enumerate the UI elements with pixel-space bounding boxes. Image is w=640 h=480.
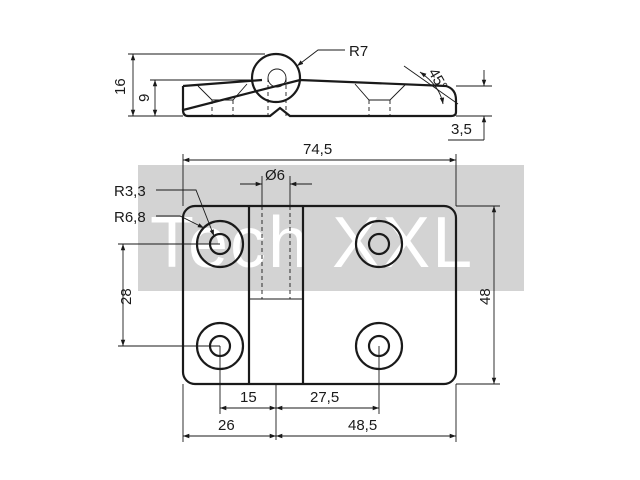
side-view-countersink-right-hidden <box>368 100 391 116</box>
height-48-label: 48 <box>477 288 494 305</box>
side-view-knuckle <box>250 52 302 104</box>
r7-leader <box>296 49 345 67</box>
hole-radius-leader <box>156 189 215 237</box>
pin-hidden-lines <box>261 206 291 299</box>
leaf-26-label: 26 <box>218 417 235 434</box>
hole-top-right <box>354 219 404 269</box>
top-view: 74,5 Ø6 R3,3 R6,8 28 48 15 27,5 26 48,5 <box>114 141 500 442</box>
side-view-pin-hidden-lines <box>267 78 287 116</box>
angle-45-label: 45° <box>425 66 451 94</box>
leaf-48-5-label: 48,5 <box>348 417 377 434</box>
leaf-extension-lines <box>182 384 457 442</box>
r7-label: R7 <box>349 43 368 60</box>
side-view-countersink-right <box>354 83 407 101</box>
counterbore-outer <box>354 219 404 269</box>
top-view-plate-outline <box>181 204 458 386</box>
height-9-label: 9 <box>136 94 153 102</box>
thickness-extension-lines <box>456 85 492 117</box>
width-74-5-extension-lines <box>182 154 457 206</box>
side-view-pin <box>267 68 287 88</box>
side-view: R7 45° 16 9 3,5 <box>112 43 492 141</box>
pin-diameter-extension-lines <box>261 176 291 206</box>
side-view-countersink-left-hidden <box>211 100 234 116</box>
height-16-extension-lines <box>128 53 265 117</box>
watermark-text: Tech XXL <box>150 203 474 283</box>
height-16-label: 16 <box>112 78 129 95</box>
watermark: Tech XXL <box>138 165 524 291</box>
hole-inner <box>367 232 391 256</box>
side-view-countersink-left <box>197 83 248 101</box>
counterbore-radius-leader <box>156 215 205 229</box>
offset-27-5-label: 27,5 <box>310 389 339 406</box>
width-74-5-label: 74,5 <box>303 141 332 158</box>
knuckle-strip <box>247 206 305 384</box>
hole-radius-label: R3,3 <box>114 183 146 200</box>
offset-15-label: 15 <box>240 389 257 406</box>
pitch-28-label: 28 <box>118 288 135 305</box>
angle-45-arc <box>419 71 445 105</box>
thickness-label: 3,5 <box>451 121 472 138</box>
pin-diameter-label: Ø6 <box>265 167 285 184</box>
counterbore-radius-label: R6,8 <box>114 209 146 226</box>
side-view-plate-outline <box>181 78 458 118</box>
pitch-28-extension-lines <box>118 243 220 347</box>
offset-extension-lines <box>219 346 380 440</box>
